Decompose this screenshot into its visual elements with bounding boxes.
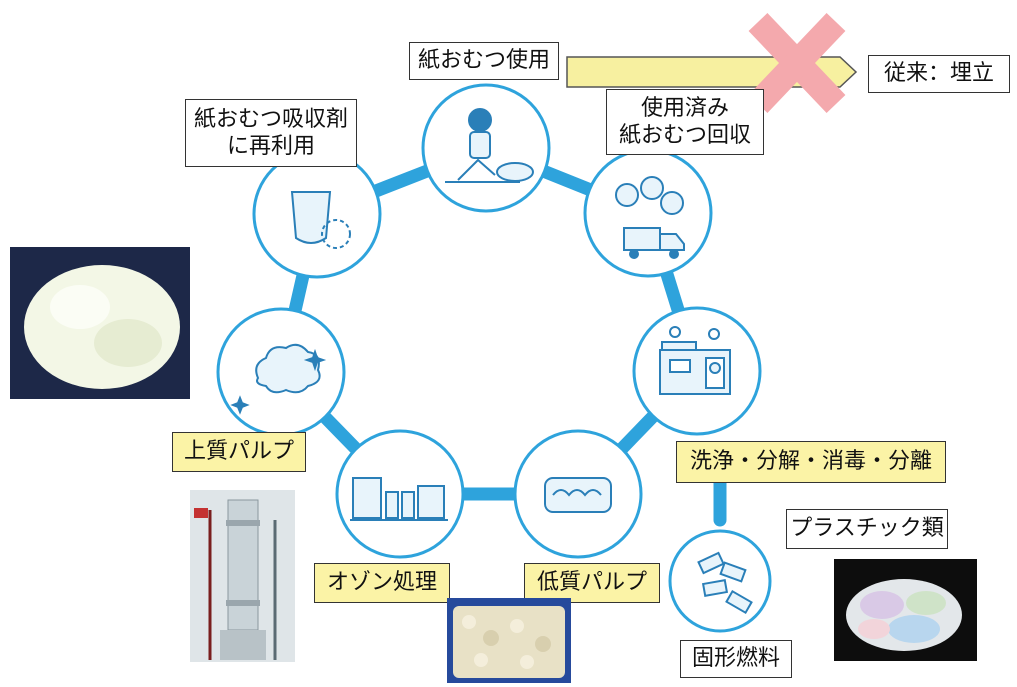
node-ozone <box>335 429 465 559</box>
x-mark-icon <box>748 13 846 113</box>
ozone-equipment-icon <box>350 477 448 521</box>
clean-pulp-sparkle-icon <box>230 343 327 415</box>
garbage-bags-truck-icon <box>615 176 685 259</box>
solid-fuel-label: 固形燃料 <box>680 640 792 678</box>
plastics-label: プラスチック類 <box>786 509 948 549</box>
reuse-label: 紙おむつ吸収剤 に再利用 <box>185 99 357 167</box>
pulp-tray-icon <box>544 477 612 513</box>
collection-label-line1: 使用済み <box>640 95 729 121</box>
child-changing-diaper-icon <box>445 108 534 183</box>
ozone-column-photo <box>190 490 295 662</box>
collection-label: 使用済み 紙おむつ回収 <box>606 89 764 155</box>
fuel-pellets-icon <box>697 551 753 615</box>
reuse-label-line2: に再利用 <box>226 134 315 159</box>
landfill-label: 従来：埋立 <box>868 55 1010 93</box>
low-quality-pulp-tray-photo <box>447 598 571 683</box>
reuse-label-line1: 紙おむつ吸収剤 <box>193 106 348 132</box>
high-quality-pulp-label: 上質パルプ <box>172 432 306 472</box>
processing-facility-icon <box>659 326 731 395</box>
node-collection <box>583 148 713 278</box>
ozone-label: オゾン処理 <box>314 563 450 603</box>
low-quality-pulp-label: 低質パルプ <box>524 563 660 603</box>
white-pulp-photo <box>10 247 190 399</box>
plastic-scraps-photo <box>834 559 977 661</box>
diaper-use-label: 紙おむつ使用 <box>409 42 559 80</box>
collection-label-line2: 紙おむつ回収 <box>618 123 751 148</box>
washing-label: 洗浄・分解・消毒・分離 <box>676 441 946 483</box>
diaper-recycle-icon <box>290 191 351 249</box>
